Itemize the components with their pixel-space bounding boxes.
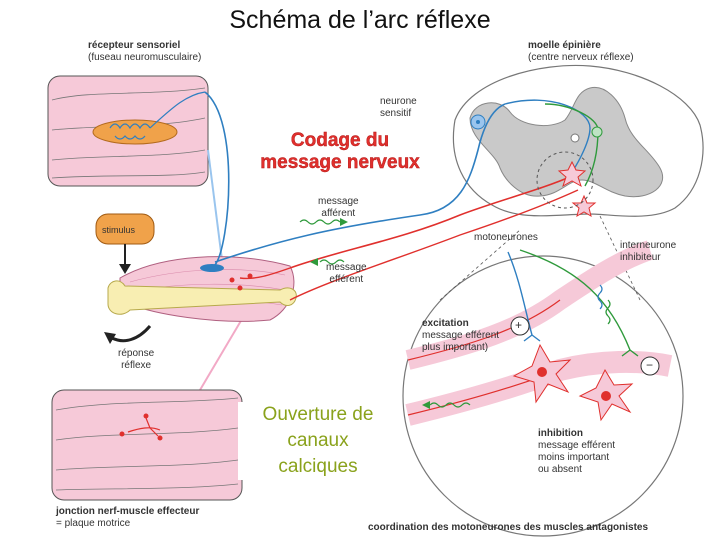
motoneuron-1 — [557, 160, 587, 188]
minus-sign: − — [646, 358, 654, 372]
ouverture-line-3: calciques — [278, 456, 358, 477]
ouverture-line-1: Ouverture de — [262, 404, 374, 425]
codage-line-2: message nerveux — [260, 152, 420, 173]
recepteur-label: récepteur sensoriel(fuseau neuromusculai… — [88, 40, 202, 63]
ouverture-line-2: canaux — [287, 430, 349, 451]
grey-matter — [469, 86, 663, 198]
bone — [107, 280, 297, 315]
motor-nerve — [289, 175, 573, 269]
coordination-circle — [402, 255, 684, 537]
jonction-label: jonction nerf-muscle effecteur= plaque m… — [56, 506, 200, 529]
moelle-label: moelle épinière(centre nerveux réflexe) — [528, 40, 634, 63]
plus-sign: + — [515, 318, 523, 332]
motoneurones-label: motoneurones — [474, 232, 538, 243]
codage-overlay: Codage du message nerveux — [240, 130, 440, 174]
codage-line-1: Codage du — [290, 130, 390, 151]
ouverture-overlay: Ouverture de canaux calciques — [238, 402, 398, 480]
page-title: Schéma de l’arc réflexe — [229, 6, 491, 34]
motoneuron-2 — [571, 194, 597, 218]
stimulus-label: stimulus — [102, 225, 136, 235]
sensory-nerve — [204, 91, 506, 266]
coordination-label: coordination des motoneurones des muscle… — [368, 522, 649, 533]
